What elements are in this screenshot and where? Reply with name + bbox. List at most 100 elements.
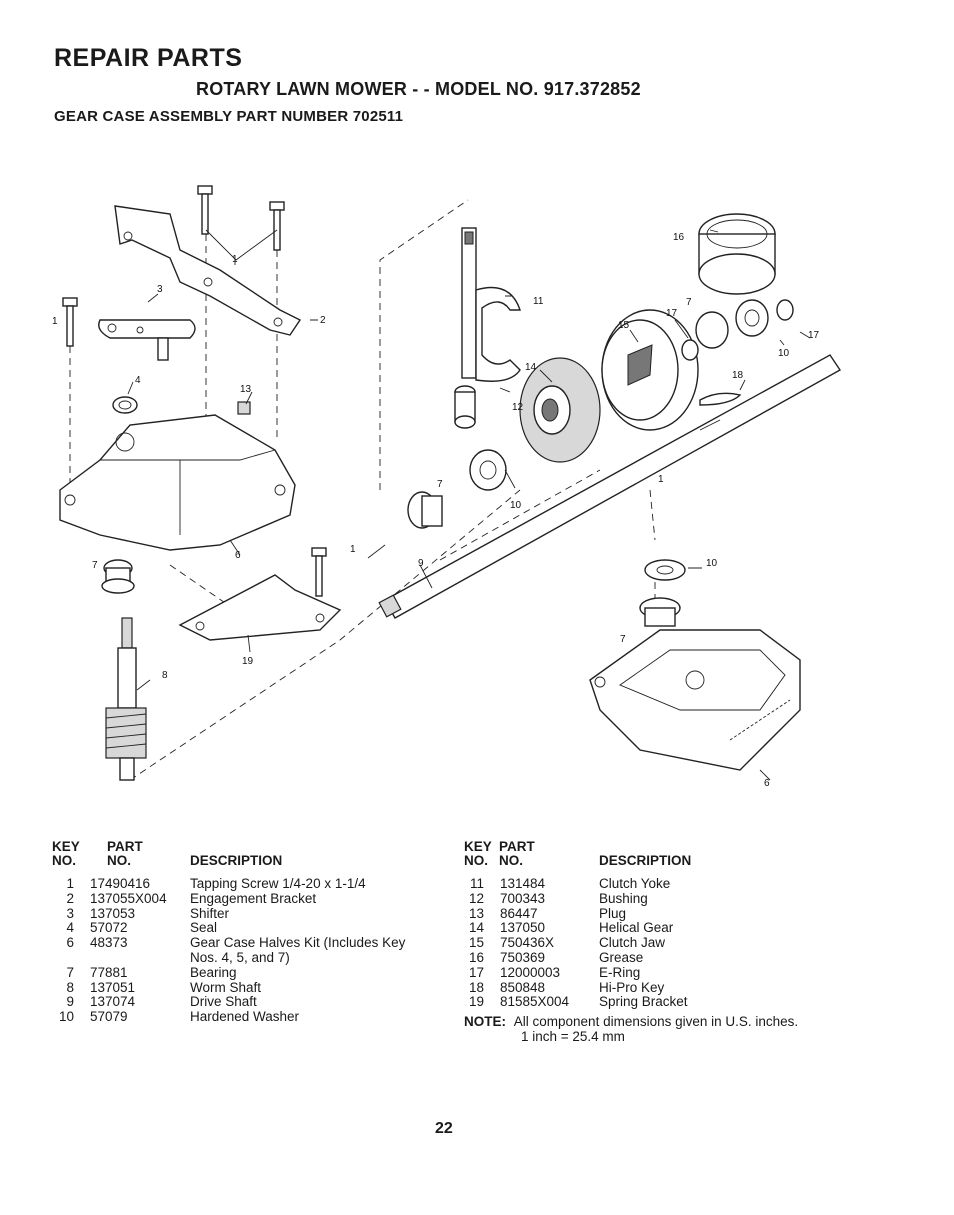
drive-shaft bbox=[378, 354, 842, 619]
part-number: 77881 bbox=[90, 964, 128, 980]
gear-case-lower-half bbox=[589, 629, 801, 771]
key-number: 8 bbox=[66, 979, 74, 995]
key-number: 19 bbox=[468, 994, 484, 1010]
callout-18: 18 bbox=[732, 370, 744, 381]
part-description: Plug bbox=[599, 905, 627, 921]
header-description-right: DESCRIPTION bbox=[599, 853, 692, 868]
callout-19: 19 bbox=[242, 656, 254, 667]
part-description: Hardened Washer bbox=[190, 1009, 300, 1025]
callout-11: 11 bbox=[533, 296, 544, 307]
key-number: 11 bbox=[469, 876, 484, 891]
bearing-left bbox=[101, 559, 135, 594]
callout-1-top: 1 bbox=[232, 254, 238, 265]
plug bbox=[237, 401, 251, 415]
shifter bbox=[98, 319, 196, 361]
header-key-top-right: KEY bbox=[464, 839, 492, 854]
clutch-jaw bbox=[601, 309, 699, 431]
gear-case-upper-half bbox=[59, 414, 296, 551]
part-description: Nos. 4, 5, and 7) bbox=[190, 949, 290, 965]
part-description: Tapping Screw 1/4-20 x 1-1/4 bbox=[190, 876, 366, 891]
key-number: 12 bbox=[468, 890, 484, 906]
part-number: 131484 bbox=[500, 876, 546, 891]
callout-8: 8 bbox=[162, 670, 168, 681]
header-part-bottom-right: NO. bbox=[499, 853, 524, 868]
table-row: 14 137050 Helical Gear bbox=[464, 921, 864, 936]
header-part-bottom: NO. bbox=[107, 853, 132, 868]
part-number: 57072 bbox=[90, 920, 128, 936]
part-description: Seal bbox=[190, 920, 218, 936]
header-key-bottom: NO. bbox=[52, 853, 77, 868]
part-description: Shifter bbox=[190, 905, 230, 921]
note-label: NOTE: bbox=[464, 1014, 506, 1029]
key-number: 7 bbox=[66, 964, 74, 980]
part-number: 57079 bbox=[90, 1009, 128, 1025]
exploded-view-illustration: 1 1 1 1 2 3 4 6 6 7 7 7 7 8 9 10 10 10 1… bbox=[52, 185, 842, 789]
key-number: 13 bbox=[468, 905, 484, 921]
key-number: 14 bbox=[468, 920, 484, 936]
callout-14: 14 bbox=[525, 362, 537, 373]
page-title: REPAIR PARTS bbox=[54, 44, 243, 72]
assembly-title: GEAR CASE ASSEMBLY PART NUMBER 702511 bbox=[54, 108, 404, 125]
spring-bracket bbox=[178, 574, 342, 641]
part-number: 48373 bbox=[90, 935, 128, 951]
part-number: 700343 bbox=[500, 890, 546, 906]
part-number: 750369 bbox=[500, 949, 546, 965]
callout-1-left: 1 bbox=[52, 316, 58, 327]
header-part-top: PART bbox=[107, 839, 143, 854]
part-description: E-Ring bbox=[599, 964, 641, 980]
part-description: Drive Shaft bbox=[190, 994, 257, 1010]
grease-container bbox=[698, 213, 776, 295]
callout-6-upper: 6 bbox=[235, 550, 241, 561]
callout-7-lower: 7 bbox=[620, 634, 626, 645]
model-subtitle: ROTARY LAWN MOWER - - MODEL NO. 917.3728… bbox=[196, 79, 641, 99]
key-number: 9 bbox=[66, 994, 74, 1010]
table-row: Nos. 4, 5, and 7) bbox=[52, 949, 452, 966]
part-description: Hi-Pro Key bbox=[599, 979, 665, 995]
table-row: 7 77881 Bearing bbox=[52, 964, 452, 981]
key-number: 15 bbox=[468, 935, 484, 951]
part-number: 137074 bbox=[90, 994, 136, 1010]
part-description: Bearing bbox=[190, 964, 237, 980]
callout-10-shaft: 10 bbox=[510, 500, 522, 511]
header-description: DESCRIPTION bbox=[190, 853, 283, 868]
callout-4: 4 bbox=[135, 375, 141, 386]
part-description: Clutch Jaw bbox=[599, 935, 666, 951]
callout-10-lower: 10 bbox=[706, 558, 718, 569]
tapping-screw-top bbox=[62, 185, 285, 490]
callout-15: 15 bbox=[618, 320, 630, 331]
note-text-1: All component dimensions given in U.S. i… bbox=[513, 1014, 799, 1029]
helical-gear bbox=[519, 357, 601, 463]
part-description: Helical Gear bbox=[599, 920, 674, 936]
part-number: 17490416 bbox=[90, 876, 151, 891]
part-number: 137051 bbox=[90, 979, 136, 995]
part-number: 137050 bbox=[500, 920, 546, 936]
callout-7-left: 7 bbox=[92, 560, 98, 571]
part-description: Clutch Yoke bbox=[599, 876, 671, 891]
seal bbox=[112, 396, 138, 414]
note-line-1: NOTE: All component dimensions given in … bbox=[464, 1014, 799, 1030]
part-description: Grease bbox=[599, 949, 644, 965]
note-text-2: 1 inch = 25.4 mm bbox=[521, 1029, 625, 1044]
part-number: 137053 bbox=[90, 905, 136, 921]
part-description: Gear Case Halves Kit (Includes Key bbox=[190, 935, 406, 951]
part-number: 137055X004 bbox=[90, 890, 167, 906]
washer-bearing-lower-right bbox=[639, 559, 686, 627]
callout-17-left: 17 bbox=[666, 308, 678, 319]
part-number: 81585X004 bbox=[500, 994, 570, 1010]
bushing bbox=[454, 385, 476, 429]
